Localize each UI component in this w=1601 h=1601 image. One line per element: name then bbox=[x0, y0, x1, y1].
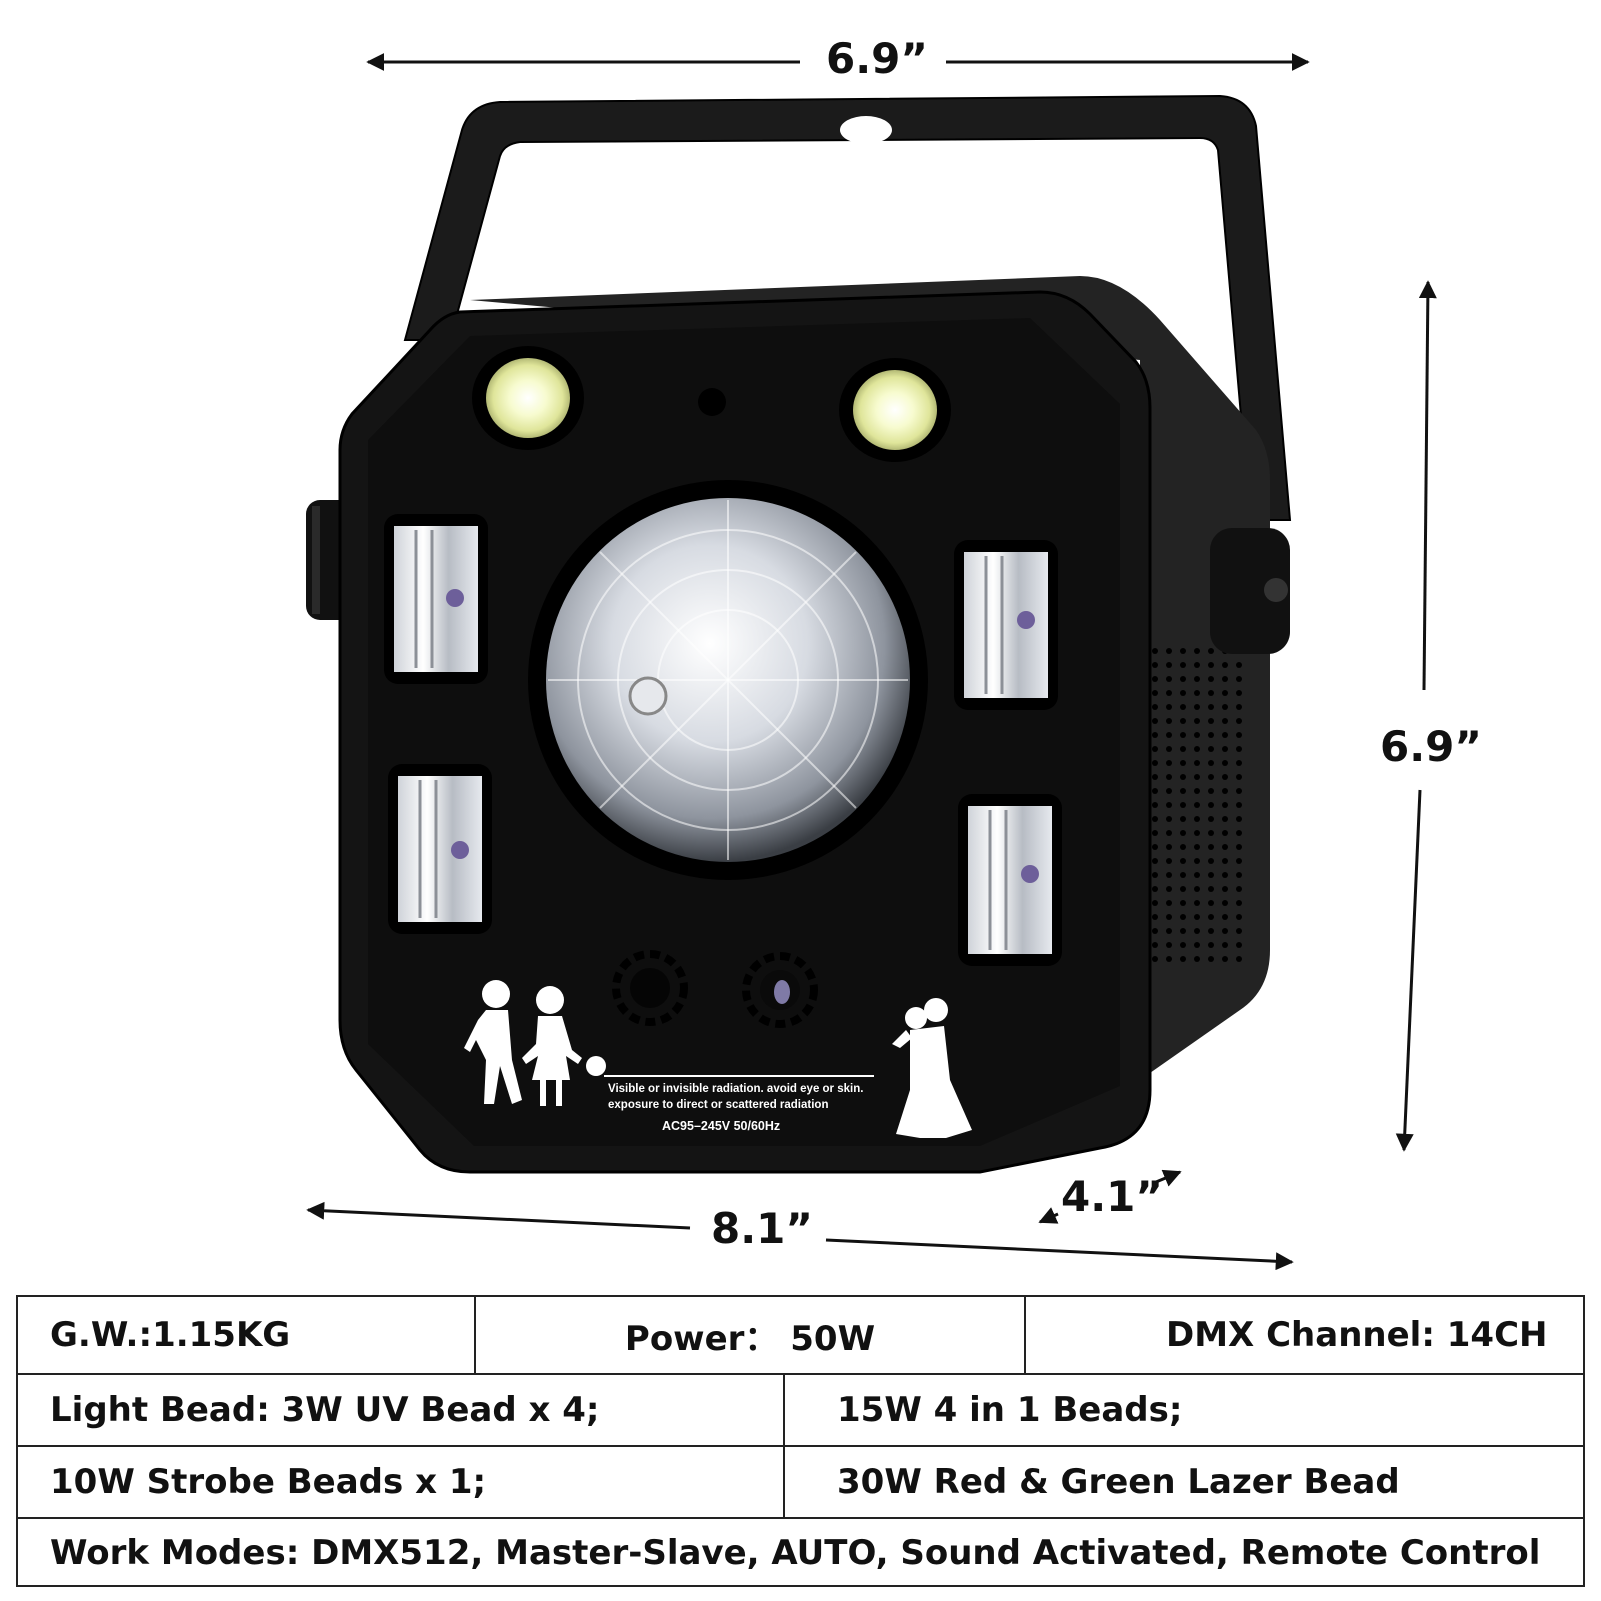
led-module-top-right bbox=[954, 540, 1058, 710]
spec-dmx-channel: DMX Channel: 14CH bbox=[1166, 1315, 1548, 1355]
voltage-text: AC95–245V 50/60Hz bbox=[662, 1119, 780, 1133]
warning-text-line2: exposure to direct or scattered radiatio… bbox=[608, 1099, 828, 1111]
spec-table: G.W.:1.15KG Power： 50W DMX Channel: 14CH… bbox=[16, 1295, 1585, 1587]
spec-light-bead: Light Bead: 3W UV Bead x 4; bbox=[18, 1375, 785, 1445]
spec-row: G.W.:1.15KG Power： 50W DMX Channel: 14CH bbox=[18, 1297, 1583, 1375]
spec-4in1-beads: 15W 4 in 1 Beads; bbox=[837, 1390, 1183, 1430]
spec-row: Work Modes: DMX512, Master-Slave, AUTO, … bbox=[18, 1519, 1583, 1587]
strobe-led-right bbox=[839, 358, 951, 462]
ir-sensor bbox=[698, 388, 726, 416]
dimension-arrow-right bbox=[1395, 280, 1437, 1152]
laser-aperture-right bbox=[742, 952, 818, 1028]
led-module-bottom-right bbox=[958, 794, 1062, 966]
warning-text-line1: Visible or invisible radiation. avoid ey… bbox=[608, 1083, 863, 1095]
speaker-grille bbox=[1150, 640, 1248, 970]
spec-strobe-beads: 10W Strobe Beads x 1; bbox=[18, 1447, 785, 1517]
spec-row: 10W Strobe Beads x 1; 30W Red & Green La… bbox=[18, 1447, 1583, 1519]
strobe-led-left bbox=[472, 346, 584, 450]
dimension-height: 6.9” bbox=[1380, 722, 1483, 771]
led-module-bottom-left bbox=[388, 764, 492, 934]
led-module-top-left bbox=[384, 514, 488, 684]
product-illustration: Visible or invisible radiation. avoid ey… bbox=[306, 34, 1483, 1271]
housing-side bbox=[470, 276, 1270, 1080]
magic-ball-lens bbox=[528, 480, 928, 880]
bracket-knob-right bbox=[1210, 528, 1290, 654]
dancers-graphic-left bbox=[464, 980, 606, 1106]
spec-power: Power： 50W bbox=[476, 1297, 1026, 1373]
dimension-arrow-bottom bbox=[306, 1201, 1294, 1271]
spec-lazer-bead: 30W Red & Green Lazer Bead bbox=[837, 1462, 1400, 1502]
laser-aperture-left bbox=[612, 950, 688, 1026]
spec-work-modes: Work Modes: DMX512, Master-Slave, AUTO, … bbox=[50, 1533, 1541, 1573]
dancers-graphic-right bbox=[892, 998, 972, 1138]
dimension-top-width: 6.9” bbox=[826, 34, 929, 83]
dimension-length: 8.1” bbox=[711, 1204, 814, 1253]
dimension-arrow-depth bbox=[1038, 1169, 1182, 1224]
spec-row: Light Bead: 3W UV Bead x 4; 15W 4 in 1 B… bbox=[18, 1375, 1583, 1447]
spec-gross-weight: G.W.:1.15KG bbox=[18, 1297, 476, 1373]
dimension-depth: 4.1” bbox=[1061, 1172, 1164, 1221]
